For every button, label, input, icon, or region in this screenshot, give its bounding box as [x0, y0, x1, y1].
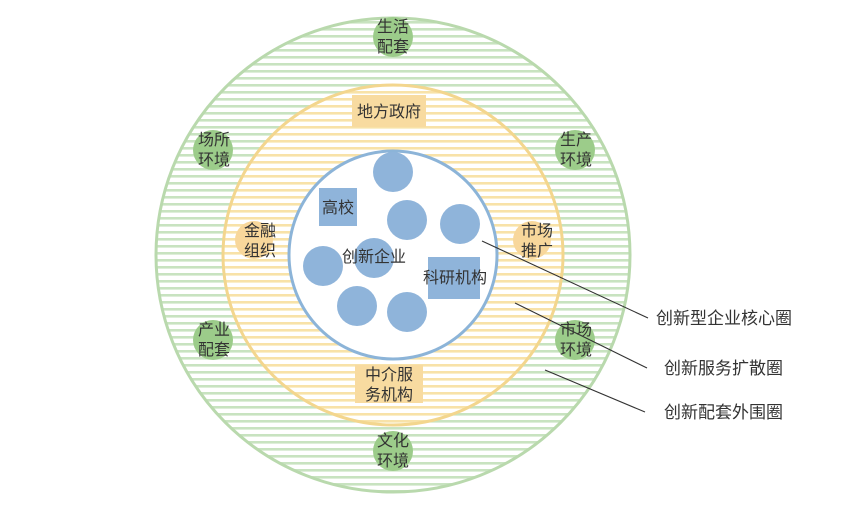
callout-outer-circle: 创新配套外围圈 — [664, 403, 783, 423]
outer-node-market-line2: 环境 — [560, 340, 592, 359]
outer-node-market: 市场 环境 — [555, 320, 595, 360]
enterprise-circle — [373, 152, 413, 192]
outer-node-industry-line2: 配套 — [198, 340, 230, 359]
intermediary-services-box: 中介服 务机构 — [355, 365, 423, 404]
financial-organization-line2: 组织 — [244, 241, 276, 260]
outer-node-culture-line2: 环境 — [377, 451, 409, 470]
outer-node-production: 生产 环境 — [555, 130, 595, 170]
local-government-label: 地方政府 — [357, 102, 421, 121]
enterprise-circle — [303, 246, 343, 286]
financial-organization-node: 金融 组织 — [235, 221, 276, 260]
outer-node-venue-line1: 场所 — [198, 130, 230, 149]
outer-node-industry: 产业 配套 — [193, 320, 233, 360]
market-promotion-line2: 推广 — [521, 241, 553, 260]
local-government-box: 地方政府 — [352, 95, 426, 127]
enterprise-circle — [387, 200, 427, 240]
leader-line-diffusion — [514, 302, 648, 369]
enterprise-circle — [354, 238, 394, 278]
callout-diffusion-circle: 创新服务扩散圈 — [664, 359, 783, 379]
research-institute-box: 科研机构 — [423, 257, 487, 299]
outer-node-production-line1: 生产 — [560, 130, 592, 149]
enterprise-circle — [337, 286, 377, 326]
leader-line-core — [481, 240, 649, 319]
outer-node-industry-line1: 产业 — [198, 320, 230, 339]
outer-node-market-line1: 市场 — [560, 320, 592, 339]
intermediary-services-line2: 务机构 — [365, 385, 413, 404]
enterprise-circle — [440, 204, 480, 244]
enterprise-circle — [387, 292, 427, 332]
outer-node-venue-line2: 环境 — [198, 150, 230, 169]
outer-node-culture: 文化 环境 — [373, 431, 413, 471]
intermediary-services-line1: 中介服 — [365, 365, 413, 384]
market-promotion-line1: 市场 — [521, 221, 553, 240]
research-institute-label: 科研机构 — [423, 268, 487, 287]
innovative-enterprise-label: 创新企业 — [342, 247, 406, 266]
outer-node-life-line2: 配套 — [377, 37, 409, 56]
outer-node-production-line2: 环境 — [560, 150, 592, 169]
outer-node-culture-line1: 文化 — [377, 431, 409, 450]
university-box: 高校 — [319, 188, 357, 226]
outer-node-life: 生活 配套 — [373, 17, 413, 57]
callout-core-circle: 创新型企业核心圈 — [656, 309, 792, 329]
university-label: 高校 — [322, 198, 354, 217]
financial-organization-line1: 金融 — [244, 221, 276, 240]
market-promotion-node: 市场 推广 — [513, 221, 553, 260]
leader-line-outer — [544, 369, 646, 413]
outer-node-venue: 场所 环境 — [193, 130, 233, 170]
outer-node-life-line1: 生活 — [377, 17, 409, 36]
